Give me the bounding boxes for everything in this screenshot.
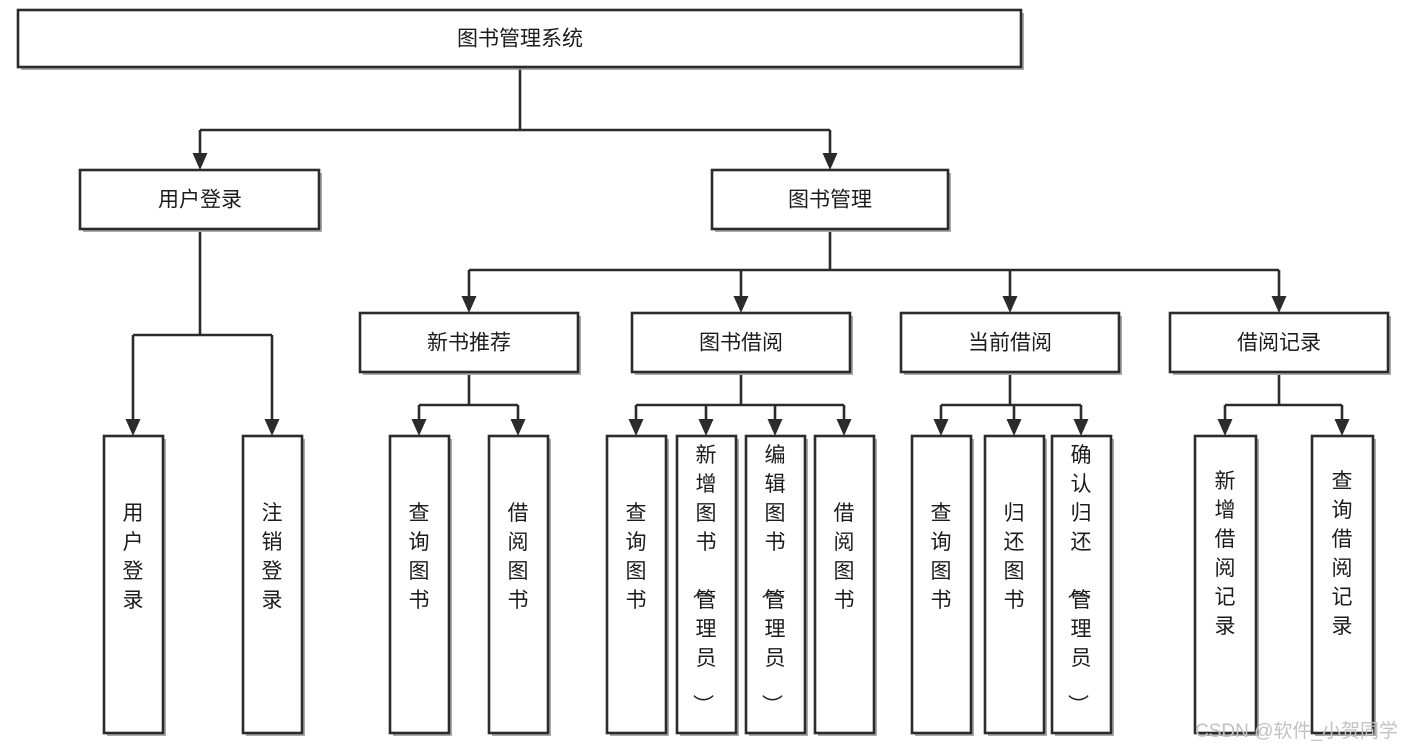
node-user-login-box	[78, 168, 321, 231]
node-borrow-records-box	[1168, 311, 1390, 374]
arrow-newbooks-leaf-1	[411, 419, 427, 436]
leaf-new-books-borrow[interactable]: 借阅图书	[487, 434, 551, 736]
node-book-borrow[interactable]: 图书借阅	[630, 311, 853, 375]
arrow-userlogin-leaf-1	[125, 419, 141, 436]
arrow-borrow-leaf-2	[698, 419, 714, 436]
arrow-bookmgmt-to-records	[1271, 296, 1287, 313]
arrow-bookmgmt-to-current	[1002, 296, 1018, 313]
leaf-borrow-edit-book-label: 编辑图书（管理员）	[760, 444, 786, 715]
arrow-root-to-user-login	[192, 153, 208, 170]
leaf-user-login-logout-label: 注销登录	[262, 502, 283, 612]
leaf-borrow-edit-book-box	[744, 434, 807, 735]
node-book-management[interactable]: 图书管理	[710, 168, 951, 232]
node-borrow-records-label: 借阅记录	[1237, 332, 1321, 355]
arrow-root-to-book-mgmt	[822, 153, 838, 170]
leaf-borrow-borrow-book[interactable]: 借阅图书	[813, 434, 877, 736]
arrow-newbooks-leaf-2	[510, 419, 526, 436]
node-user-login-label: 用户登录	[158, 189, 242, 212]
leaf-current-confirm-return[interactable]: 确认归还（管理员）	[1050, 434, 1114, 736]
leaf-records-add-label: 新增借阅记录	[1215, 470, 1236, 638]
leaf-borrow-add-book[interactable]: 新增图书（管理员）	[675, 434, 739, 736]
leaf-current-query-box	[910, 434, 973, 735]
leaf-borrow-borrow-book-box	[813, 434, 876, 735]
leaf-records-add-box	[1193, 434, 1258, 735]
arrow-borrow-leaf-4	[836, 419, 852, 436]
leaf-new-books-query-box	[388, 434, 451, 735]
connector-layer	[125, 68, 1350, 436]
leaf-new-books-query-label: 查询图书	[409, 502, 430, 612]
leaf-records-query-label: 查询借阅记录	[1332, 470, 1353, 638]
arrow-borrow-leaf-3	[767, 419, 783, 436]
leaf-current-return[interactable]: 归还图书	[983, 434, 1047, 736]
arrow-current-leaf-2	[1006, 419, 1022, 436]
node-user-login[interactable]: 用户登录	[78, 168, 322, 232]
leaf-borrow-query-label: 查询图书	[626, 502, 647, 612]
leaf-user-login-login-label: 用户登录	[123, 502, 144, 612]
leaf-new-books-query[interactable]: 查询图书	[388, 434, 452, 736]
leaf-records-query[interactable]: 查询借阅记录	[1310, 434, 1376, 736]
leaf-current-query-label: 查询图书	[931, 502, 952, 612]
leaf-borrow-query[interactable]: 查询图书	[605, 434, 669, 736]
leaf-new-books-borrow-box	[487, 434, 550, 735]
node-borrow-records[interactable]: 借阅记录	[1168, 311, 1391, 375]
node-current-borrow[interactable]: 当前借阅	[899, 311, 1122, 375]
leaf-current-query[interactable]: 查询图书	[910, 434, 974, 736]
leaf-borrow-add-book-label: 新增图书（管理员）	[691, 444, 717, 715]
arrow-borrow-leaf-1	[628, 419, 644, 436]
node-book-borrow-label: 图书借阅	[699, 332, 783, 355]
node-current-borrow-label: 当前借阅	[968, 332, 1052, 355]
node-root-label: 图书管理系统	[457, 28, 583, 51]
arrow-bookmgmt-to-new-books	[461, 296, 477, 313]
arrow-userlogin-leaf-2	[264, 419, 280, 436]
node-root-box	[16, 8, 1023, 69]
node-book-management-box	[710, 168, 950, 231]
arrow-bookmgmt-to-borrow	[733, 296, 749, 313]
leaf-current-return-label: 归还图书	[1004, 502, 1025, 612]
leaf-new-books-borrow-label: 借阅图书	[508, 502, 529, 612]
leaf-borrow-borrow-book-label: 借阅图书	[834, 502, 855, 612]
leaf-user-login-login[interactable]: 用户登录	[102, 434, 166, 736]
leaf-records-query-box	[1310, 434, 1375, 735]
arrow-records-leaf-2	[1334, 419, 1350, 436]
leaf-borrow-query-box	[605, 434, 668, 735]
arrow-current-leaf-3	[1073, 419, 1089, 436]
csdn-watermark: CSDN @软件_小贺同学	[1195, 720, 1398, 742]
node-current-borrow-box	[899, 311, 1121, 374]
node-new-book-recommend-label: 新书推荐	[427, 332, 511, 355]
node-new-book-recommend-box	[358, 311, 580, 374]
leaf-user-login-logout-box	[241, 434, 304, 735]
node-book-borrow-box	[630, 311, 852, 374]
node-book-management-label: 图书管理	[788, 189, 872, 212]
arrow-records-leaf-1	[1217, 419, 1233, 436]
leaf-borrow-edit-book[interactable]: 编辑图书（管理员）	[744, 434, 808, 736]
leaf-user-login-login-box	[102, 434, 165, 735]
leaf-current-return-box	[983, 434, 1046, 735]
leaf-current-confirm-return-box	[1050, 434, 1113, 735]
leaf-user-login-logout[interactable]: 注销登录	[241, 434, 305, 736]
leaf-borrow-add-book-box	[675, 434, 738, 735]
node-new-book-recommend[interactable]: 新书推荐	[358, 311, 581, 375]
leaf-records-add[interactable]: 新增借阅记录	[1193, 434, 1259, 736]
arrow-current-leaf-1	[933, 419, 949, 436]
node-root[interactable]: 图书管理系统	[16, 8, 1024, 70]
leaf-current-confirm-return-label: 确认归还（管理员）	[1066, 444, 1092, 715]
